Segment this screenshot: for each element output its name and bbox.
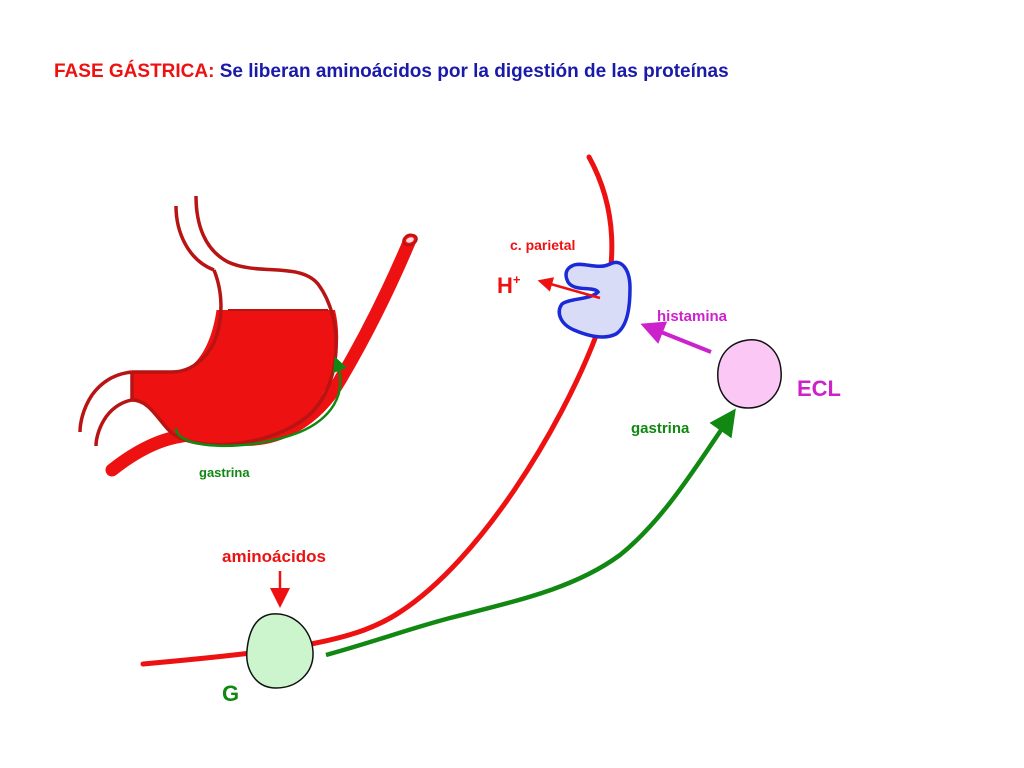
title-phase: FASE GÁSTRICA [54,60,208,82]
ecl-cell [717,339,782,409]
proton-secretion-arrow [537,277,601,300]
stomach-contents [132,310,339,444]
parietal-cell [557,260,632,339]
proton-label: H+ [497,272,521,298]
g-cell [246,613,314,689]
parietal-cell-label: c. parietal [510,237,575,253]
proton-charge: + [513,272,521,287]
gastrin-arrow [325,408,736,658]
stomach-lesser-curvature [132,269,223,374]
gastrin-label: gastrina [631,420,690,437]
stomach-wall-inner [174,205,215,272]
g-cell-label: G [222,681,239,706]
title-description: Se liberan aminoácidos por la digestión … [214,61,728,82]
title-colon: : [208,61,214,82]
stomach-illustration: gastrina [78,195,418,480]
ecl-cell-label: ECL [797,376,841,401]
duodenum-lower [94,398,133,447]
stomach-gastrin-arrow [174,356,348,448]
duodenum-upper [78,370,133,433]
page-title: FASE GÁSTRICA: Se liberan aminoácidos po… [54,60,729,82]
amino-acids-label: aminoácidos [222,547,326,566]
histamine-label: histamina [657,308,728,325]
proton-symbol: H [497,273,513,298]
stomach-gastrin-label: gastrina [199,465,250,480]
histamine-arrow [640,321,712,354]
